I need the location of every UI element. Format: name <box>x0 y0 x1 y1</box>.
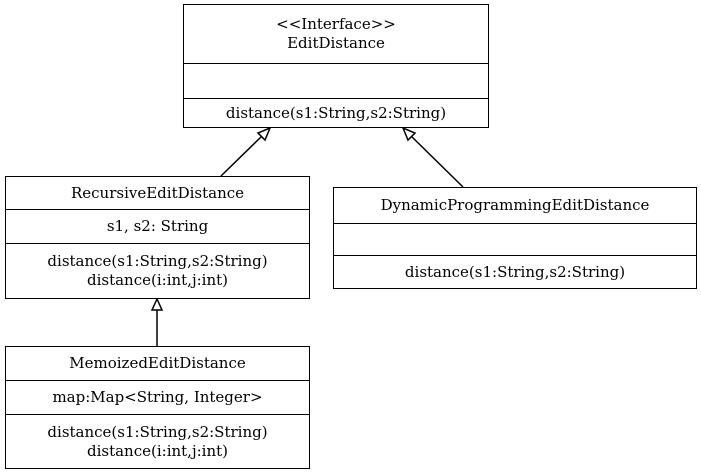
methods-compartment: distance(s1:String,s2:String) distance(i… <box>6 414 309 468</box>
dynamic-to-interface-line <box>409 134 464 188</box>
recursive-to-interface-line <box>220 134 264 177</box>
class-name: DynamicProgrammingEditDistance <box>380 196 650 214</box>
method: distance(s1:String,s2:String) <box>404 262 626 281</box>
class-header: RecursiveEditDistance <box>6 177 309 209</box>
stereotype-label: <<Interface>> <box>276 15 396 33</box>
class-memoized-edit-distance: MemoizedEditDistance map:Map<String, Int… <box>5 346 310 469</box>
methods-compartment: distance(s1:String,s2:String) <box>184 98 488 127</box>
class-name: RecursiveEditDistance <box>70 183 245 202</box>
attributes-compartment: s1, s2: String <box>6 209 309 243</box>
dynamic-to-interface-arrowhead <box>401 126 417 142</box>
class-header: DynamicProgrammingEditDistance <box>334 188 696 223</box>
attributes-compartment <box>334 223 696 255</box>
memoized-to-recursive-arrowhead <box>150 297 164 311</box>
class-dynamic-programming-edit-distance: DynamicProgrammingEditDistance distance(… <box>333 187 697 289</box>
attributes-compartment <box>184 63 488 98</box>
method: distance(s1:String,s2:String) <box>47 422 268 441</box>
method: distance(s1:String,s2:String) <box>225 103 447 122</box>
class-name: EditDistance <box>287 34 385 52</box>
method: distance(i:int,j:int) <box>86 441 228 460</box>
methods-compartment: distance(s1:String,s2:String) distance(i… <box>6 243 309 298</box>
attribute: s1, s2: String <box>106 217 209 235</box>
attributes-compartment: map:Map<String, Integer> <box>6 380 309 414</box>
method: distance(i:int,j:int) <box>86 271 228 289</box>
class-name: MemoizedEditDistance <box>69 354 246 372</box>
class-edit-distance: <<Interface>> EditDistance distance(s1:S… <box>183 4 489 128</box>
methods-compartment: distance(s1:String,s2:String) <box>334 255 696 288</box>
recursive-to-interface-arrowhead <box>256 126 272 142</box>
class-header: MemoizedEditDistance <box>6 347 309 380</box>
class-header: <<Interface>> EditDistance <box>184 5 488 63</box>
method: distance(s1:String,s2:String) <box>47 252 268 270</box>
attribute: map:Map<String, Integer> <box>52 388 263 406</box>
class-recursive-edit-distance: RecursiveEditDistance s1, s2: String dis… <box>5 176 310 299</box>
